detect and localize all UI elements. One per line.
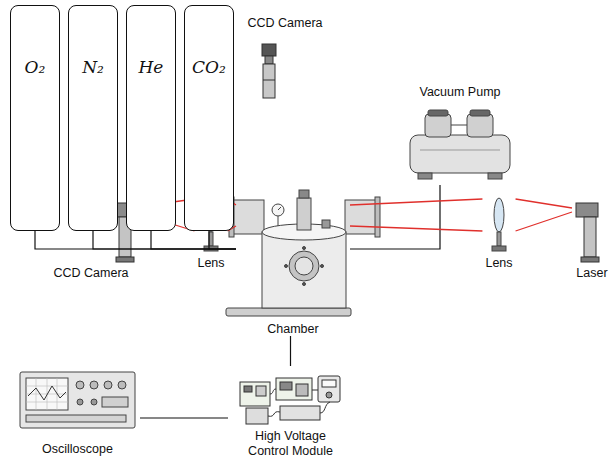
gas-label: CO₂ [192,58,226,78]
oscilloscope-icon [20,372,135,428]
control-module-icon [240,376,340,424]
equipment-label: Vacuum Pump [419,85,500,99]
equipment-label: CCD Camera [247,16,322,30]
equipment-label: Oscilloscope [42,442,113,456]
gas-cylinder: CO₂ [184,5,234,231]
equipment-label: Chamber [267,322,318,336]
connector-line [290,336,291,366]
connector-line [93,231,236,249]
connector-line [140,417,228,418]
equipment-node: Laser [572,195,612,280]
equipment-node: Oscilloscope [15,368,140,456]
chamber-icon [226,190,380,316]
equipment-node: Vacuum Pump [395,85,525,185]
equipment-label: Laser [576,266,607,280]
equipment-label: High Voltage Control Module [239,429,343,458]
gas-label: He [139,58,164,78]
gas-cylinder: O₂ [10,5,60,231]
equipment-node: Chamber [236,205,350,336]
gas-cylinder: N₂ [68,5,118,231]
connector-line [209,231,236,249]
connector-line [151,231,236,249]
ccd-camera-icon [262,44,276,98]
connector-line [350,185,440,249]
laser-beam [516,199,572,231]
gas-cylinder: He [126,5,176,231]
equipment-label: Lens [485,256,512,270]
vacuum-pump-icon [410,110,510,179]
equipment-node: CCD Camera [45,195,137,280]
equipment-label: CCD Camera [53,266,128,280]
equipment-node: CCD Camera [240,16,330,106]
connector-line [35,231,236,249]
laser-beam [350,199,482,231]
laser-icon [576,203,599,262]
gas-label: N₂ [82,58,104,78]
lens-icon [492,198,506,251]
equipment-label: Lens [197,256,224,270]
equipment-node: Lens [482,190,515,270]
equipment-node: High Voltage Control Module [228,366,353,458]
gas-label: O₂ [25,58,46,78]
equipment-node: Lens [194,190,227,270]
